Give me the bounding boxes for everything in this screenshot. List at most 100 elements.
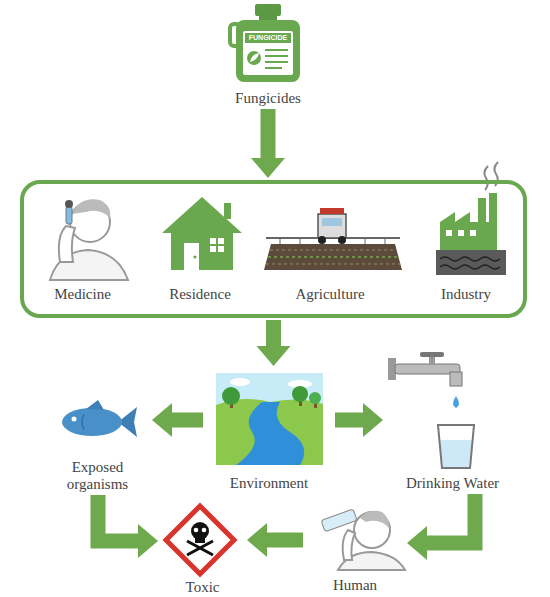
- medicine-figure-part: [72, 199, 110, 218]
- tap-and-glass-part: [453, 396, 459, 408]
- usage-node: Medicine: [30, 190, 135, 303]
- fish-icon-part: [82, 414, 84, 430]
- factory-icon-part: [484, 166, 488, 190]
- landscape-picture-part: [309, 392, 321, 404]
- usage-node: Residence: [150, 190, 250, 303]
- fish-icon-part: [72, 417, 77, 422]
- farm-sprayer-part: [338, 236, 346, 244]
- toxic-symbol: [166, 506, 234, 574]
- fungicide-bottle-part: [245, 33, 291, 43]
- arrow-head: [257, 346, 291, 366]
- fungicide-bottle-part: [265, 61, 288, 63]
- arrow-shaft: [426, 494, 475, 543]
- node-label: Human: [333, 577, 377, 594]
- water-node: Drinking Water: [385, 350, 520, 492]
- drinking-person-part: [360, 511, 389, 528]
- fish-icon-part: [86, 400, 104, 410]
- drinking-person-part: [343, 530, 355, 560]
- fungicide-bottle-part: [230, 24, 240, 46]
- arrow-shaft: [98, 495, 139, 541]
- farm-sprayer-part: [385, 238, 386, 244]
- node-label: Drinking Water: [406, 475, 499, 492]
- toxic-symbol-part: [187, 541, 213, 555]
- arrow-shaft: [266, 320, 281, 347]
- factory-icon-part: [440, 257, 500, 261]
- fungicide-bottle-part: [265, 67, 282, 69]
- arrow-shaft: [266, 533, 303, 548]
- toxic-symbol-part: [194, 528, 199, 533]
- toxic-symbol-part: [166, 506, 234, 574]
- usage-node: Agriculture: [260, 190, 400, 303]
- factory-icon: [436, 162, 506, 275]
- node-label: Residence: [169, 286, 231, 303]
- landscape-picture-part: [222, 387, 240, 405]
- toxic-symbol-part: [202, 528, 207, 533]
- arrow-head: [407, 526, 427, 560]
- factory-icon-part: [446, 230, 452, 236]
- house-icon-part: [210, 238, 224, 252]
- arrow-shaft: [171, 413, 203, 428]
- house-icon-part: [193, 255, 196, 258]
- node-label: Medicine: [54, 286, 111, 303]
- farm-sprayer-part: [266, 263, 400, 265]
- node-label: Environment: [230, 475, 308, 492]
- arrow-head: [363, 403, 383, 437]
- human-node: Human: [305, 500, 405, 594]
- arrow-head: [247, 523, 267, 557]
- flow-arrow: [98, 495, 158, 558]
- flow-arrow: [247, 523, 303, 557]
- factory-icon-part: [440, 193, 497, 250]
- factory-icon-part: [470, 230, 476, 236]
- house-icon-part: [210, 244, 224, 246]
- landscape-picture-part: [236, 402, 304, 465]
- house-icon-part: [162, 197, 242, 270]
- environment-node: Environment: [205, 368, 333, 492]
- toxic-node: Toxic: [160, 502, 245, 596]
- flow-arrow: [335, 403, 383, 437]
- node-label: Toxic: [186, 579, 220, 596]
- landscape-picture-part: [292, 386, 308, 402]
- arrow-head: [138, 524, 158, 558]
- flow-arrow: [152, 403, 203, 437]
- farm-sprayer-part: [322, 218, 342, 226]
- farm-sprayer: [264, 208, 402, 270]
- landscape-picture: [216, 373, 323, 465]
- farm-sprayer-part: [320, 208, 344, 214]
- medicine-figure-part: [65, 200, 73, 208]
- flow-arrow: [257, 320, 291, 366]
- usage-group: Medicine Residence Agriculture Industry: [20, 180, 527, 318]
- landscape-picture-part: [230, 378, 250, 386]
- tap-and-glass-part: [420, 352, 444, 357]
- node-label: Agriculture: [295, 286, 364, 303]
- toxic-symbol-part: [187, 541, 213, 555]
- farm-sprayer-part: [264, 244, 402, 270]
- flow-arrow: [251, 109, 285, 178]
- house-icon-part: [184, 243, 199, 270]
- drinking-person: [321, 509, 405, 570]
- organism-node: Exposed organisms: [45, 400, 150, 493]
- tap-and-glass: [388, 352, 474, 468]
- factory-icon-part: [458, 230, 464, 236]
- drinking-person-part: [321, 509, 357, 532]
- node-label: Industry: [441, 286, 491, 303]
- arrow-head: [251, 158, 285, 178]
- usage-node: Industry: [410, 190, 522, 303]
- tap-and-glass-part: [440, 440, 472, 467]
- tap-and-glass-part: [438, 425, 474, 468]
- arrow-head: [152, 403, 172, 437]
- arrow-shaft: [261, 109, 276, 159]
- medicine-figure-part: [59, 226, 75, 262]
- landscape-picture-part: [216, 399, 323, 465]
- node-label: Exposed organisms: [45, 459, 150, 493]
- fungicide-bottle-part: [243, 31, 293, 75]
- fish-icon-part: [62, 408, 122, 436]
- farm-sprayer-part: [268, 256, 398, 258]
- arrow-shaft: [335, 413, 364, 428]
- tap-and-glass-part: [429, 356, 435, 365]
- farm-sprayer-part: [270, 249, 396, 251]
- fungicide-bottle-part: [236, 20, 300, 82]
- farm-sprayer-part: [365, 238, 366, 244]
- fungicide-bottle-part: [247, 51, 261, 65]
